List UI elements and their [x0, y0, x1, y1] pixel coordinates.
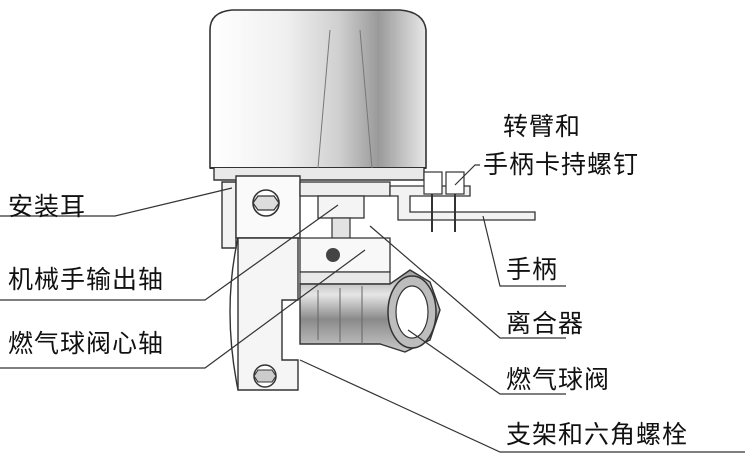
- handle: [389, 171, 536, 232]
- leader-handle: [482, 215, 566, 287]
- label-output-shaft: 机械手输出轴: [8, 265, 165, 294]
- leader-output-shaft: [0, 204, 339, 301]
- label-ball-valve: 燃气球阀: [506, 365, 611, 394]
- leader-handle-bolt: [454, 164, 480, 186]
- label-coupler: 离合器: [506, 309, 585, 338]
- leader-coupler: [369, 225, 566, 339]
- label-handle: 手柄: [506, 255, 559, 284]
- leader-valve: [407, 329, 566, 395]
- label-valve-core-shaft: 燃气球阀心轴: [8, 329, 165, 358]
- label-mounting-ear: 安装耳: [8, 192, 87, 221]
- leader-bracket: [299, 359, 745, 453]
- leader-ear: [0, 187, 233, 217]
- mounting-bracket: [221, 175, 301, 391]
- ball-valve: [299, 269, 441, 353]
- coupler: [299, 181, 391, 285]
- label-bracket-bolt: 支架和六角螺栓: [506, 420, 689, 449]
- leader-spool: [0, 249, 366, 369]
- label-arm-and-bolt-line1: 转臂和: [503, 112, 582, 141]
- leader-lines: [0, 164, 745, 453]
- motor-cap: [209, 9, 427, 181]
- label-arm-and-bolt-line2: 手柄卡持螺钉: [483, 150, 640, 179]
